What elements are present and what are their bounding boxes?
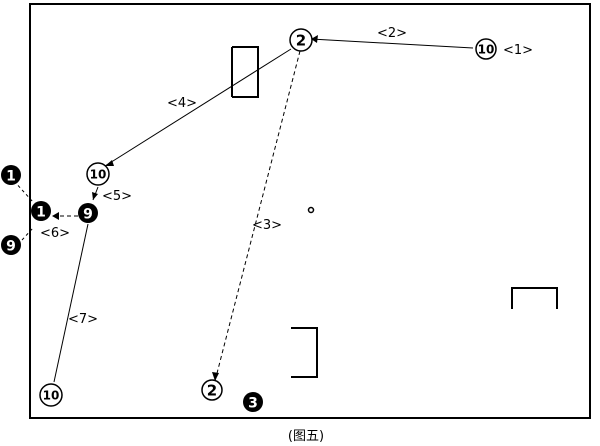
field-border [29,3,591,419]
player-white-10-bottom: 10 [39,383,63,407]
step-label-3: <3> [252,218,282,233]
pass-line-7 [53,223,89,383]
svg-text:9: 9 [83,207,93,223]
step-label-7: <7> [68,312,98,327]
player-black-1-top: 1 [1,165,21,185]
step-label-2: <2> [377,26,407,41]
step-label-1: <1> [503,43,533,58]
svg-text:10: 10 [478,43,495,57]
center-spot [307,206,315,214]
player-white-10-mid: 10 [86,162,110,186]
player-white-2-bottom: 2 [201,379,223,401]
svg-text:2: 2 [207,382,217,400]
goal-bracket-top [232,46,259,98]
player-black-1-mid: 1 [31,201,51,221]
step-label-5: <5> [102,189,132,204]
player-black-9-center: 9 [78,203,98,223]
svg-text:10: 10 [43,389,60,403]
player-white-10-start: 10 [475,38,497,60]
player-white-2-top: 2 [289,28,313,52]
arrow-head-5 [92,192,98,200]
pass-line-2 [310,38,474,49]
step-label-4: <4> [167,96,197,111]
pass-line-4 [104,48,292,167]
arrow-head-2 [311,35,318,43]
arrow-head-3 [212,372,219,381]
run-line-6b [13,180,34,203]
step-label-6: <6> [40,226,70,241]
arrow-head-4 [105,160,114,166]
player-black-3: 3 [243,392,263,412]
goal-bracket-bottom [291,327,318,378]
figure-caption: (图五) [288,429,324,444]
run-line-3 [214,50,301,382]
svg-text:10: 10 [90,168,107,182]
goal-right [511,287,558,309]
svg-text:1: 1 [36,205,46,221]
player-black-9-left: 9 [1,235,21,255]
svg-text:1: 1 [6,169,16,185]
run-line-9-left [21,227,34,241]
arrow-head-6 [52,212,59,220]
svg-text:9: 9 [6,239,16,255]
svg-text:3: 3 [248,396,258,412]
svg-text:2: 2 [296,32,306,50]
